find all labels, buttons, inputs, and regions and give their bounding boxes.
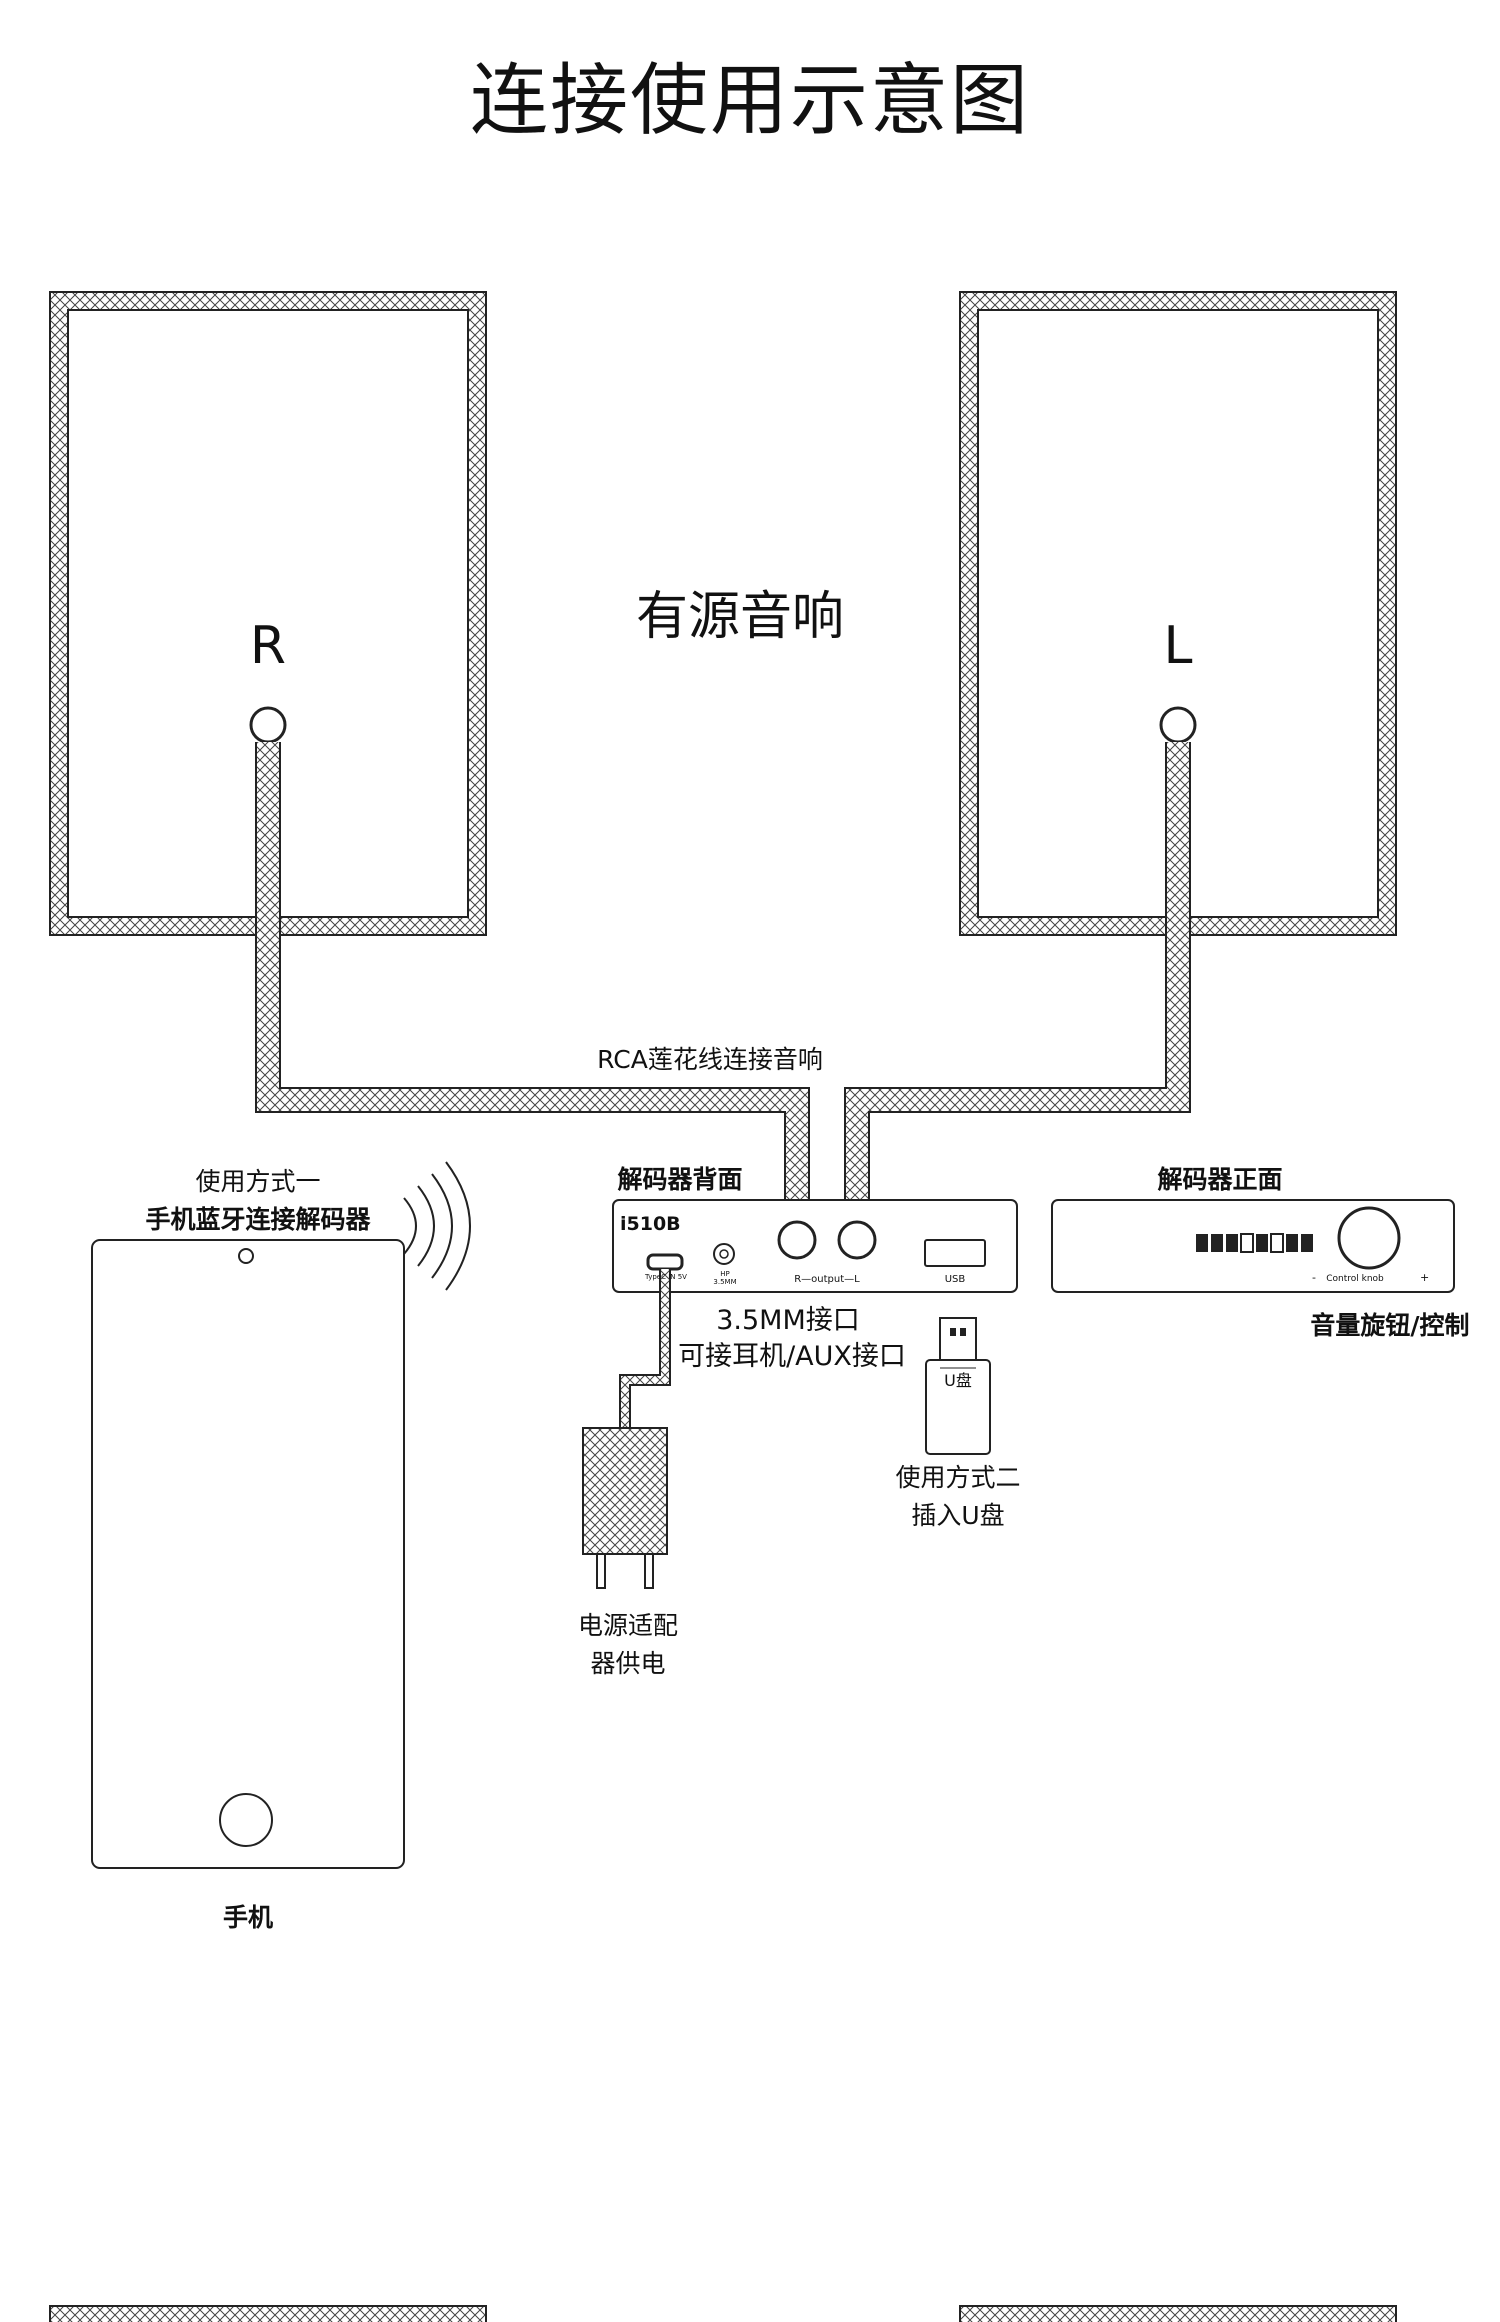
display-icon [1196, 1233, 1313, 1253]
output-port-label: R—output—L [794, 1274, 860, 1285]
decoder-front-title: 解码器正面 [1157, 1165, 1283, 1194]
power-line2: 器供电 [590, 1649, 666, 1678]
knob-caption: Control knob [1326, 1274, 1384, 1284]
phone-camera-icon [238, 1248, 254, 1264]
r-jack-icon [249, 706, 287, 744]
usage-2-line2: 插入U盘 [911, 1501, 1005, 1530]
left-channel-label: L [1163, 616, 1193, 676]
l-jack-icon [1159, 706, 1197, 744]
decoder-model: i510B [620, 1213, 681, 1235]
rca-cable-label: RCA莲花线连接音响 [597, 1045, 823, 1074]
bluetooth-waves-icon [403, 1161, 471, 1291]
usage-2-line1: 使用方式二 [895, 1463, 1021, 1492]
power-cable [619, 1269, 671, 1430]
bottom-speaker-left [49, 2305, 487, 2322]
usb-port-label: USB [944, 1274, 966, 1285]
right-speaker [49, 291, 487, 936]
usage-1-line1: 使用方式一 [195, 1167, 321, 1196]
hp-port-label: HP 3.5MM [713, 1270, 737, 1286]
bottom-speaker-right [959, 2305, 1397, 2322]
usage-1-line2: 手机蓝牙连接解码器 [145, 1205, 371, 1234]
speaker-label: 有源音响 [635, 587, 844, 647]
phone-icon [91, 1239, 405, 1869]
decoder-back [612, 1199, 1018, 1293]
decoder-front [1051, 1199, 1455, 1293]
usb-port-icon [924, 1239, 986, 1267]
decoder-back-title: 解码器背面 [617, 1165, 743, 1194]
knob-label: 音量旋钮/控制 [1310, 1311, 1470, 1340]
rca-l-port-icon [837, 1220, 877, 1260]
knob-minus: - [1312, 1271, 1316, 1284]
usb-stick-icon [925, 1317, 991, 1455]
rca-cable-right [255, 742, 810, 1222]
page-title: 连接使用示意图 [469, 56, 1030, 146]
jack-label-1: 3.5MM接口 [716, 1305, 860, 1336]
right-channel-label: R [249, 616, 287, 676]
typec-port-label: TypeC IN 5V [645, 1273, 687, 1281]
typec-port-icon [646, 1253, 684, 1271]
jack-label-2: 可接耳机/AUX接口 [678, 1341, 906, 1372]
usb-stick-text: U盘 [944, 1371, 972, 1390]
volume-knob-icon [1337, 1206, 1401, 1270]
rca-cable-left [844, 742, 1191, 1222]
power-line1: 电源适配 [577, 1611, 678, 1640]
power-adapter-icon [582, 1427, 668, 1589]
rca-r-port-icon [777, 1220, 817, 1260]
phone-label: 手机 [222, 1903, 273, 1932]
knob-plus: + [1420, 1271, 1430, 1284]
phone-home-button-icon [219, 1793, 273, 1847]
